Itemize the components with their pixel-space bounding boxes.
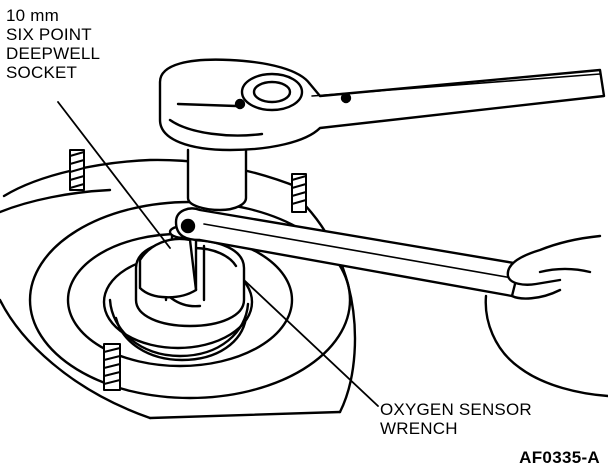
mounting-plate bbox=[0, 158, 357, 420]
socket-callout: 10 mm SIX POINT DEEPWELL SOCKET bbox=[6, 6, 100, 82]
wrench-callout: OXYGEN SENSOR WRENCH bbox=[380, 400, 532, 438]
wrench-callout-line-2: WRENCH bbox=[380, 419, 458, 438]
socket-leader-line bbox=[57, 101, 171, 249]
leader-lines bbox=[57, 101, 379, 407]
stud-right-top bbox=[291, 173, 307, 213]
stud-left-top bbox=[69, 149, 85, 191]
hand bbox=[484, 234, 608, 398]
socket-callout-line-4: SOCKET bbox=[6, 63, 78, 82]
ratchet bbox=[158, 58, 606, 152]
oxygen-sensor-wrench bbox=[138, 207, 522, 299]
socket-callout-line-3: DEEPWELL bbox=[6, 44, 101, 63]
socket-callout-line-1: 10 mm bbox=[6, 6, 59, 25]
stud-left-bottom bbox=[103, 343, 121, 391]
figure-code: AF0335-A bbox=[519, 448, 600, 467]
socket-callout-line-2: SIX POINT bbox=[6, 25, 92, 44]
wrench-callout-line-1: OXYGEN SENSOR bbox=[380, 400, 532, 419]
wrench-leader-line bbox=[243, 279, 379, 407]
